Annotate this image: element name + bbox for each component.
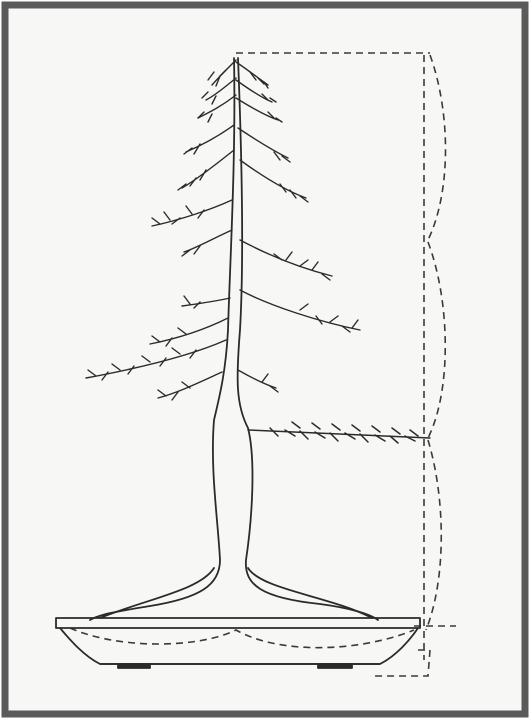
pot-foot-left [118,664,150,668]
picture-frame [5,5,525,714]
pot-foot-right [318,664,352,668]
